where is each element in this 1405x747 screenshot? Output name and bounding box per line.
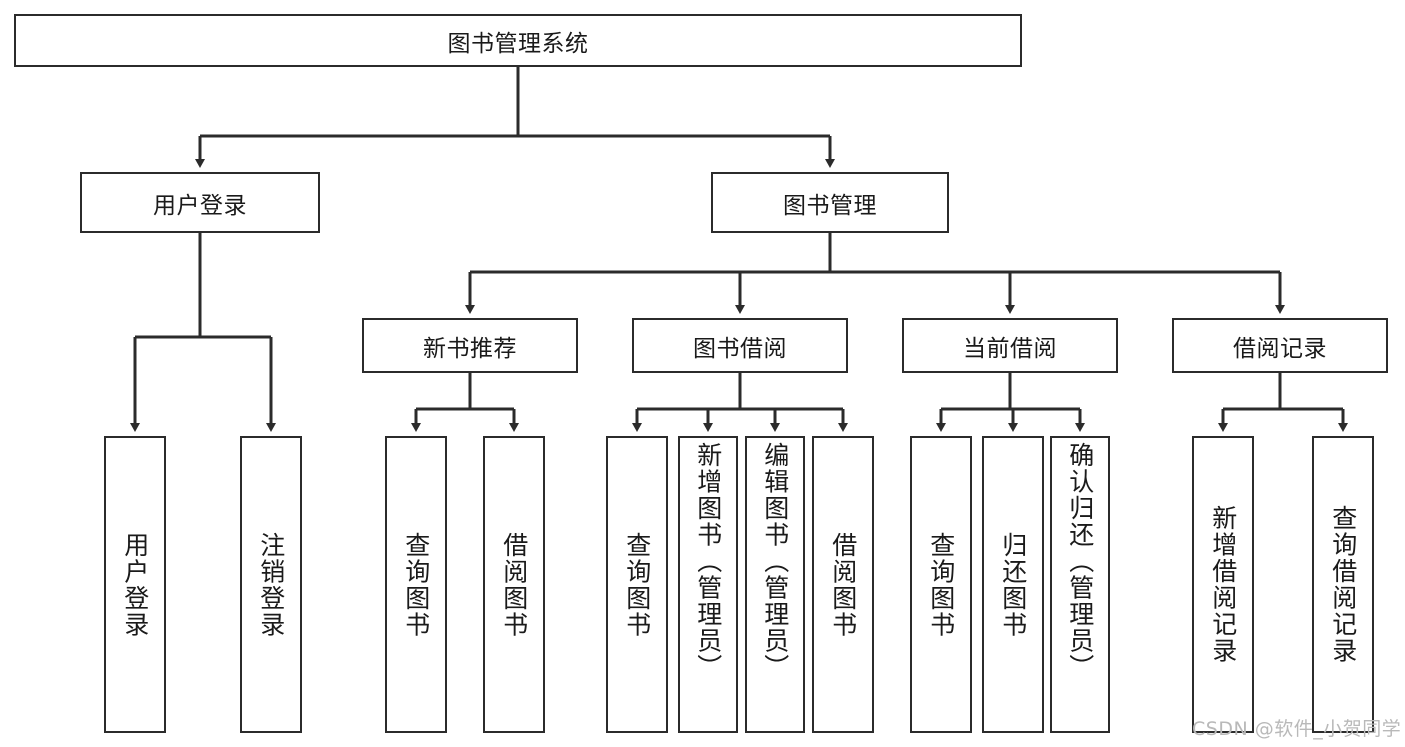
leaf-query-book-current[interactable]: 查询图书 (910, 436, 972, 733)
leaf-query-borrow-record[interactable]: 查询借阅记录 (1312, 436, 1374, 733)
leaf-borrow-book-newbook[interactable]: 借阅图书 (483, 436, 545, 733)
node-new-book-recommend[interactable]: 新书推荐 (362, 318, 578, 373)
node-book-borrow[interactable]: 图书借阅 (632, 318, 848, 373)
leaf-user-login-label: 用户登录 (120, 531, 150, 638)
node-current-borrow[interactable]: 当前借阅 (902, 318, 1118, 373)
node-book-borrow-label: 图书借阅 (693, 335, 787, 362)
leaf-return-book[interactable]: 归还图书 (982, 436, 1044, 733)
leaf-add-borrow-record[interactable]: 新增借阅记录 (1192, 436, 1254, 733)
leaf-query-borrow-record-label: 查询借阅记录 (1328, 505, 1358, 664)
leaf-query-book-borrow-label: 查询图书 (622, 531, 652, 638)
node-book-management[interactable]: 图书管理 (711, 172, 949, 233)
node-current-borrow-label: 当前借阅 (963, 335, 1057, 362)
leaf-query-book-newbook[interactable]: 查询图书 (385, 436, 447, 733)
leaf-confirm-return-admin[interactable]: 确认归还（管理员） (1050, 436, 1110, 733)
leaf-add-book-admin-label: 新增图书（管理员） (693, 442, 723, 681)
csdn-watermark: CSDN @软件_小贺同学 (1192, 718, 1402, 740)
leaf-query-book-current-label: 查询图书 (926, 531, 956, 638)
node-root[interactable]: 图书管理系统 (14, 14, 1022, 67)
leaf-edit-book-admin-label: 编辑图书（管理员） (760, 442, 790, 681)
leaf-query-book-borrow[interactable]: 查询图书 (606, 436, 668, 733)
leaf-logout[interactable]: 注销登录 (240, 436, 302, 733)
leaf-return-book-label: 归还图书 (998, 531, 1028, 638)
node-new-book-recommend-label: 新书推荐 (423, 335, 517, 362)
leaf-confirm-return-admin-label: 确认归还（管理员） (1065, 442, 1095, 681)
leaf-borrow-book-newbook-label: 借阅图书 (499, 531, 529, 638)
leaf-add-borrow-record-label: 新增借阅记录 (1208, 505, 1238, 664)
node-borrow-record-label: 借阅记录 (1233, 335, 1327, 362)
leaf-add-book-admin[interactable]: 新增图书（管理员） (678, 436, 738, 733)
node-user-login-label: 用户登录 (153, 192, 247, 219)
leaf-logout-label: 注销登录 (256, 531, 286, 638)
leaf-query-book-newbook-label: 查询图书 (401, 531, 431, 638)
node-borrow-record[interactable]: 借阅记录 (1172, 318, 1388, 373)
node-root-label: 图书管理系统 (447, 30, 589, 57)
node-user-login[interactable]: 用户登录 (80, 172, 320, 233)
node-book-management-label: 图书管理 (783, 192, 877, 219)
leaf-edit-book-admin[interactable]: 编辑图书（管理员） (745, 436, 805, 733)
leaf-lend-book-label: 借阅图书 (828, 531, 858, 638)
leaf-user-login[interactable]: 用户登录 (104, 436, 166, 733)
leaf-lend-book[interactable]: 借阅图书 (812, 436, 874, 733)
